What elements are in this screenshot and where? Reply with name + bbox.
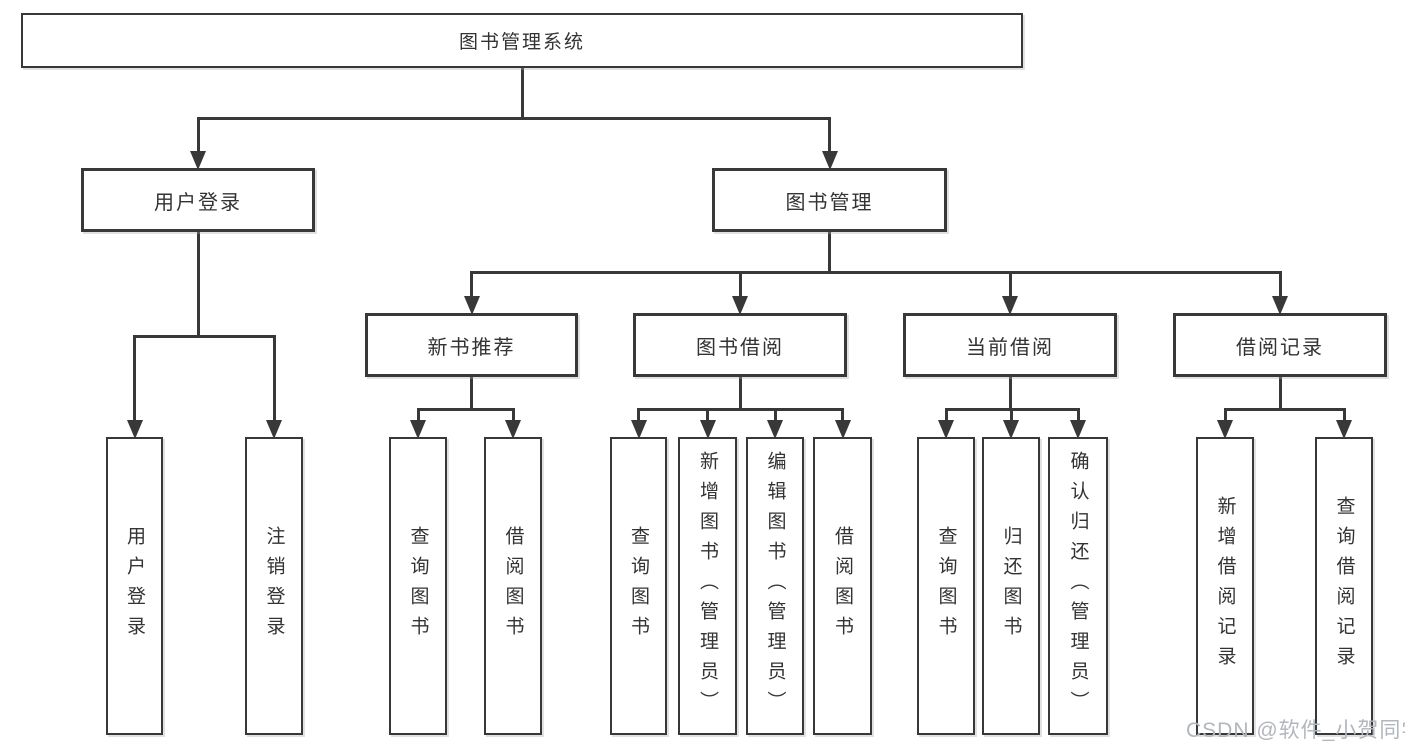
node-label-book-borrowing: 图书借阅 xyxy=(696,336,784,359)
connector-line xyxy=(133,336,136,423)
node-label-system: 图书管理系统 xyxy=(458,32,585,53)
connector-line xyxy=(470,376,473,409)
connector-line xyxy=(1278,272,1282,299)
node-label-leaf-logout: 注销登录 xyxy=(263,526,285,646)
connector-line xyxy=(196,116,831,120)
connector-line xyxy=(1278,376,1282,409)
connector-line xyxy=(470,272,473,299)
arrow-down-icon xyxy=(767,420,783,439)
connector-line xyxy=(706,409,709,423)
connector-line xyxy=(1009,409,1013,423)
node-leaf-query-books-2: 查询图书 xyxy=(610,437,667,735)
node-leaf-edit-book: 编辑图书（管理员） xyxy=(746,437,804,735)
node-label-leaf-query-borrow-record: 查询借阅记录 xyxy=(1333,496,1355,676)
node-leaf-user-login: 用户登录 xyxy=(106,437,163,735)
connector-line xyxy=(416,409,420,423)
node-label-current-borrowing: 当前借阅 xyxy=(966,336,1054,359)
arrow-down-icon xyxy=(410,420,426,439)
node-leaf-confirm-return: 确认归还（管理员） xyxy=(1048,437,1108,735)
connector-line xyxy=(944,409,948,423)
node-leaf-add-book: 新增图书（管理员） xyxy=(678,437,737,735)
node-leaf-query-borrow-record: 查询借阅记录 xyxy=(1315,437,1373,735)
connector-line xyxy=(1008,272,1012,299)
arrow-down-icon xyxy=(732,296,748,315)
node-label-leaf-borrow-books-2: 借阅图书 xyxy=(832,526,853,646)
arrow-down-icon xyxy=(126,420,143,439)
node-new-book-recommend: 新书推荐 xyxy=(365,313,578,377)
connector-line xyxy=(196,118,200,154)
node-label-leaf-query-books-1: 查询图书 xyxy=(407,526,429,646)
node-label-leaf-edit-book: 编辑图书（管理员） xyxy=(764,451,786,721)
node-label-leaf-add-borrow-record: 新增借阅记录 xyxy=(1214,496,1236,676)
connector-line xyxy=(637,409,640,423)
node-label-leaf-query-books-3: 查询图书 xyxy=(935,526,957,646)
arrow-down-icon xyxy=(1002,296,1018,315)
node-system: 图书管理系统 xyxy=(21,13,1023,68)
connector-line xyxy=(272,336,276,423)
node-book-management: 图书管理 xyxy=(712,168,947,232)
node-book-borrowing: 图书借阅 xyxy=(633,313,847,377)
arrow-down-icon xyxy=(505,420,521,439)
node-label-user-login: 用户登录 xyxy=(154,191,242,214)
arrow-down-icon xyxy=(699,420,716,439)
arrow-down-icon xyxy=(1217,420,1233,439)
arrow-down-icon xyxy=(1336,420,1352,439)
connector-line xyxy=(511,409,515,423)
node-label-leaf-query-books-2: 查询图书 xyxy=(628,526,649,646)
arrow-down-icon xyxy=(938,420,954,439)
node-current-borrowing: 当前借阅 xyxy=(903,313,1117,377)
connector-line xyxy=(416,407,515,411)
csdn-watermark: CSDN @软件_小贺同学 xyxy=(1186,719,1405,742)
connector-line xyxy=(738,272,742,299)
arrow-down-icon xyxy=(630,420,647,439)
arrow-down-icon xyxy=(266,420,282,439)
node-label-leaf-confirm-return: 确认归还（管理员） xyxy=(1067,451,1089,721)
node-leaf-add-borrow-record: 新增借阅记录 xyxy=(1196,437,1254,735)
node-label-leaf-borrow-books-1: 借阅图书 xyxy=(502,526,524,646)
node-leaf-query-books-1: 查询图书 xyxy=(389,437,447,735)
arrow-down-icon xyxy=(1070,420,1086,439)
connector-line xyxy=(1223,409,1227,423)
connector-line xyxy=(196,231,200,336)
connector-line xyxy=(1223,407,1346,411)
connector-line xyxy=(133,334,276,338)
node-leaf-return-book: 归还图书 xyxy=(982,437,1040,735)
node-leaf-query-books-3: 查询图书 xyxy=(917,437,975,735)
connector-line xyxy=(470,270,1282,274)
connector-line xyxy=(773,409,777,423)
connector-line xyxy=(738,376,742,409)
node-borrowing-records: 借阅记录 xyxy=(1173,313,1387,377)
arrow-down-icon xyxy=(821,151,838,170)
connector-line xyxy=(520,67,524,118)
connector-line xyxy=(637,407,844,411)
node-label-new-book-recommend: 新书推荐 xyxy=(427,336,516,359)
connector-line xyxy=(1008,376,1012,409)
node-leaf-borrow-books-2: 借阅图书 xyxy=(813,437,872,735)
node-label-book-management: 图书管理 xyxy=(785,191,874,214)
arrow-down-icon xyxy=(834,420,851,439)
node-user-login: 用户登录 xyxy=(81,168,315,232)
connector-line xyxy=(828,231,831,272)
node-label-leaf-return-book: 归还图书 xyxy=(1000,526,1022,646)
arrow-down-icon xyxy=(1003,420,1019,439)
node-leaf-logout: 注销登录 xyxy=(245,437,303,735)
connector-line xyxy=(828,118,831,154)
node-label-leaf-user-login: 用户登录 xyxy=(124,526,145,646)
node-label-leaf-add-book: 新增图书（管理员） xyxy=(697,451,718,721)
connector-line xyxy=(841,409,844,423)
arrow-down-icon xyxy=(463,296,480,315)
arrow-down-icon xyxy=(1272,296,1288,315)
connector-line xyxy=(1342,409,1346,423)
node-leaf-borrow-books-1: 借阅图书 xyxy=(484,437,542,735)
node-label-borrowing-records: 借阅记录 xyxy=(1236,336,1324,359)
arrow-down-icon xyxy=(190,151,206,170)
connector-line xyxy=(1076,409,1080,423)
